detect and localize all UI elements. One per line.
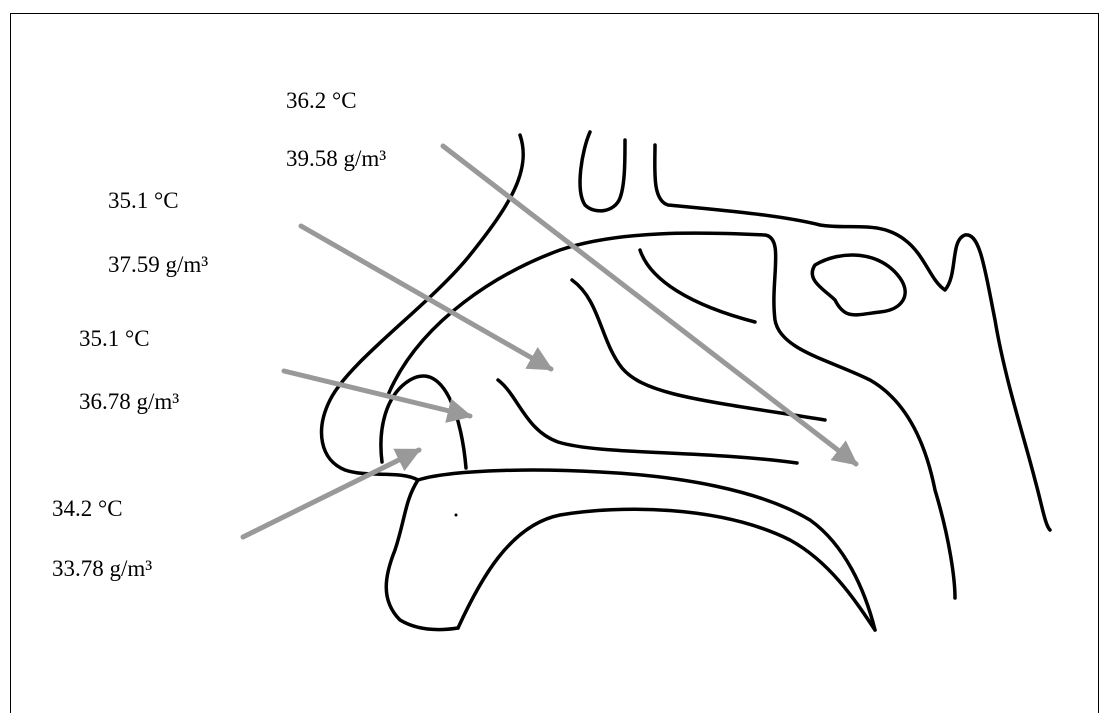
nostril-vestibule-outline <box>381 376 466 468</box>
arrow-reading-2 <box>301 226 551 369</box>
humidity-label-2: 37.59 g/m³ <box>108 251 208 279</box>
sinus-outline <box>812 255 905 315</box>
nose-profile-outline <box>322 135 524 630</box>
temperature-label-4: 34.2 °C <box>52 495 123 523</box>
humidity-label-1: 39.58 g/m³ <box>286 145 386 173</box>
airflow-arrows <box>243 146 856 537</box>
soft-palate-outline <box>458 509 875 630</box>
temperature-label-1: 36.2 °C <box>286 87 357 115</box>
arrow-reading-4 <box>243 450 419 537</box>
humidity-label-3: 36.78 g/m³ <box>79 388 179 416</box>
humidity-label-4: 33.78 g/m³ <box>52 555 152 583</box>
arrow-reading-1 <box>443 146 856 464</box>
arrow-reading-3 <box>284 371 470 416</box>
temperature-label-3: 35.1 °C <box>79 325 150 353</box>
inferior-turbinate <box>498 380 797 463</box>
anatomy-dot <box>455 514 458 517</box>
nasal-anatomy-outline <box>322 132 1050 630</box>
sphenoid-outline <box>655 145 1050 530</box>
forehead-outline <box>580 132 625 211</box>
temperature-label-2: 35.1 °C <box>108 187 179 215</box>
